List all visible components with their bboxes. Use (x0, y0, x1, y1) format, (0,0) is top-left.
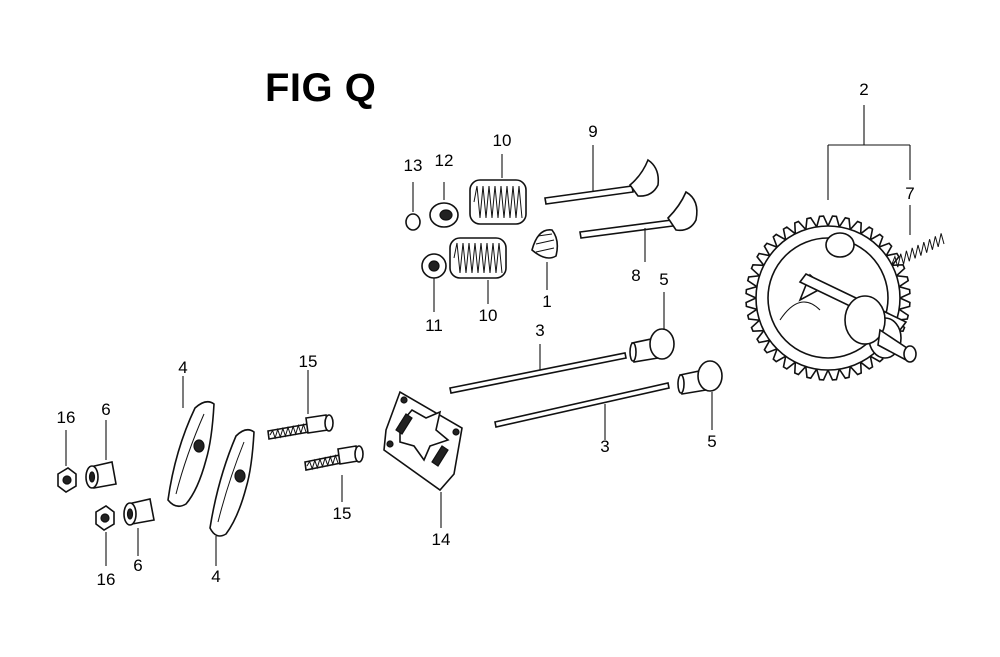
callout-10-lower: 10 (478, 306, 498, 325)
valve-cotter (405, 213, 421, 231)
callout-6-upper: 6 (101, 400, 111, 419)
pivot-bolt-upper (267, 414, 334, 440)
decompressor-spring (891, 233, 945, 268)
callout-3-lower: 3 (600, 437, 610, 456)
rocker-arm-lower (209, 428, 255, 537)
callout-4-upper: 4 (178, 358, 188, 377)
tappet-upper (629, 328, 675, 363)
valve-stem-seal (531, 229, 559, 259)
callout-13: 13 (403, 156, 423, 175)
valve-spring-upper (469, 179, 527, 225)
callout-5-upper: 5 (659, 270, 669, 289)
callout-15-lower: 15 (332, 504, 352, 523)
callout-16-upper: 16 (56, 408, 76, 427)
camshaft-gear (745, 215, 917, 381)
camshaft (798, 272, 917, 363)
tappet-lower (677, 360, 723, 395)
rocker-pivot-upper (85, 461, 117, 489)
callout-10-upper: 10 (492, 131, 512, 150)
pivot-bolt-lower (304, 445, 364, 471)
callout-5-lower: 5 (707, 432, 717, 451)
callout-2: 2 (859, 80, 869, 99)
rocker-pivot-lower (123, 498, 155, 526)
push-rod-upper (449, 352, 627, 394)
callout-9: 9 (588, 122, 598, 141)
callout-12: 12 (434, 151, 454, 170)
callout-6-lower: 6 (133, 556, 143, 575)
callout-8: 8 (631, 266, 641, 285)
push-rod-lower (494, 382, 670, 428)
callout-11: 11 (425, 316, 443, 335)
figure-title: FIG Q (265, 66, 377, 110)
callout-15-upper: 15 (298, 352, 318, 371)
callout-7: 7 (905, 184, 915, 203)
spring-retainer-lower (421, 253, 447, 279)
intake-valve (579, 190, 698, 239)
adjusting-nut-upper (57, 467, 77, 493)
push-rod-guide-plate (383, 390, 463, 492)
callout-4-lower: 4 (211, 567, 221, 586)
spring-retainer-upper (429, 202, 459, 228)
rocker-arm-upper (167, 400, 215, 508)
valve-spring-lower (449, 237, 507, 279)
exhaust-valve (544, 158, 660, 205)
callout-16-lower: 16 (96, 570, 116, 589)
callout-14: 14 (431, 530, 451, 549)
callout-3-upper: 3 (535, 321, 545, 340)
adjusting-nut-lower (95, 505, 115, 531)
callout-1: 1 (542, 292, 552, 311)
